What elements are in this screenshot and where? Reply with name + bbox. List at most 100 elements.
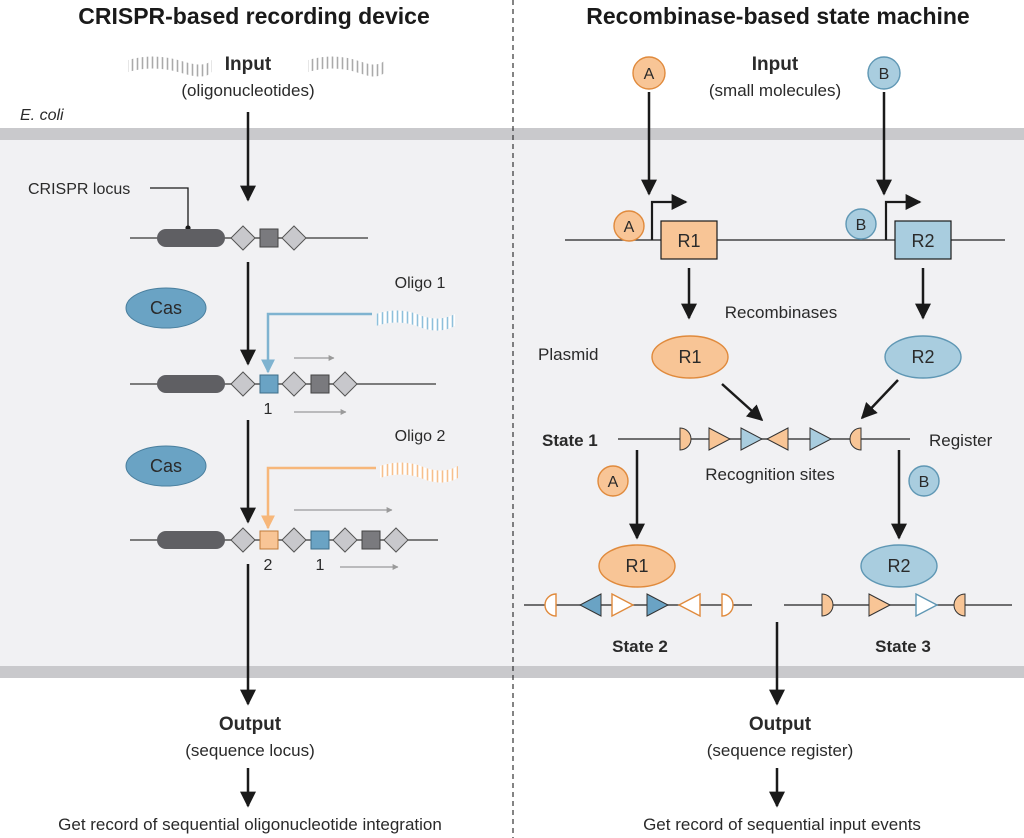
oligo-1-strand — [376, 310, 455, 331]
organism-label: E. coli — [20, 107, 64, 124]
leader-gene — [157, 229, 225, 247]
repeat-diamond — [230, 371, 256, 397]
plasmid-label: Plasmid — [538, 345, 598, 364]
state-2-label: State 2 — [612, 637, 668, 656]
cas-protein-2 — [125, 445, 207, 487]
register-label: Register — [929, 431, 993, 450]
right-result: Get record of sequential input events — [643, 815, 921, 834]
inducer-a-bound — [613, 210, 645, 242]
cas-label-2: Cas — [150, 456, 182, 476]
repeat-diamond — [281, 527, 307, 553]
site-half-circle — [953, 593, 966, 617]
site-half-circle — [544, 593, 557, 617]
inducer-b-bound-label: B — [856, 217, 867, 234]
inducer-a-state2-label: A — [608, 474, 619, 491]
inducer-a-state2 — [597, 465, 629, 497]
inducer-b-state3-label: B — [919, 474, 930, 491]
state-3-label: State 3 — [875, 637, 931, 656]
spacer-number-2: 2 — [264, 557, 273, 574]
spacer-gray — [259, 228, 279, 248]
site-triangle — [765, 427, 789, 451]
recombinase-r1-state2-label: R1 — [625, 556, 648, 576]
left-output-subtitle: (sequence locus) — [185, 741, 314, 760]
left-input-title: Input — [225, 54, 272, 75]
crispr-locus-row-1 — [130, 225, 368, 251]
inducer-a-top-label: A — [644, 66, 655, 83]
leader-gene — [157, 375, 225, 393]
cell-membrane-bottom — [0, 666, 1024, 678]
crispr-locus-row-3 — [130, 507, 438, 570]
oligo-2-strand — [380, 462, 458, 483]
right-output-subtitle: (sequence register) — [707, 741, 853, 760]
site-triangle — [677, 592, 701, 618]
right-output-title: Output — [749, 714, 812, 735]
recombinase-r2-state3-label: R2 — [887, 556, 910, 576]
gene-r2-label: R2 — [911, 231, 934, 251]
recombinase-r1-label: R1 — [678, 347, 701, 367]
left-title: CRISPR-based recording device — [78, 3, 430, 29]
cas-label-1: Cas — [150, 298, 182, 318]
state-1-label: State 1 — [542, 431, 598, 450]
inducer-b-top-label: B — [879, 66, 890, 83]
recombinase-r1-state2 — [598, 544, 676, 588]
site-half-circle — [721, 593, 734, 617]
gene-r2 — [894, 220, 952, 260]
register-state-1 — [618, 427, 910, 451]
inducer-b-state3 — [908, 465, 940, 497]
site-half-circle — [679, 427, 692, 451]
arrow-r1-to-register — [721, 383, 764, 422]
site-triangle — [611, 592, 635, 618]
recombinase-r2-state3 — [860, 544, 938, 588]
repeat-diamond — [281, 225, 307, 251]
site-half-circle — [849, 427, 862, 451]
recombinase-r2-label: R2 — [911, 347, 934, 367]
crispr-locus-label: CRISPR locus — [28, 181, 130, 198]
cas-protein-1 — [125, 287, 207, 329]
inducer-a-bound-label: A — [624, 219, 635, 236]
inducer-b-top — [867, 56, 901, 90]
site-triangle — [578, 593, 602, 617]
oligo-2-label: Oligo 2 — [395, 428, 446, 445]
input-oligo-strand-right — [308, 56, 385, 77]
crispr-locus-leader — [150, 187, 189, 228]
crispr-locus-row-2 — [130, 355, 436, 415]
left-input-subtitle: (oligonucleotides) — [181, 81, 314, 100]
site-half-circle — [821, 593, 834, 617]
oligo-2-arrow — [261, 466, 376, 530]
promoter-r2 — [884, 194, 922, 240]
repeat-diamond — [383, 527, 409, 553]
leader-gene — [157, 531, 225, 549]
left-output-title: Output — [219, 714, 282, 735]
arrow-r2-to-register — [860, 379, 899, 420]
repeat-diamond — [332, 527, 358, 553]
recombinase-r1 — [651, 335, 729, 379]
spacer-orange — [259, 530, 279, 550]
site-triangle — [708, 427, 732, 451]
inducer-b-bound — [845, 208, 877, 240]
inducer-a-top — [632, 56, 666, 90]
spacer-blue — [259, 374, 279, 394]
input-oligo-strand-left — [128, 56, 212, 77]
right-title: Recombinase-based state machine — [586, 3, 969, 29]
right-input-title: Input — [752, 54, 799, 75]
gene-r1 — [660, 220, 718, 260]
site-triangle — [646, 593, 670, 617]
repeat-diamond — [230, 527, 256, 553]
site-triangle — [868, 593, 892, 617]
spacer-blue — [310, 530, 330, 550]
register-state-3 — [784, 592, 1012, 618]
repeat-diamond — [230, 225, 256, 251]
site-triangle — [915, 592, 939, 618]
cell-membrane-top — [0, 128, 1024, 140]
oligo-1-arrow — [261, 312, 372, 374]
recombinases-label: Recombinases — [725, 303, 837, 322]
promoter-r1 — [650, 194, 688, 240]
spacer-number-1b: 1 — [316, 557, 325, 574]
spacer-gray — [310, 374, 330, 394]
site-triangle — [740, 427, 764, 451]
right-input-subtitle: (small molecules) — [709, 81, 841, 100]
oligo-1-label: Oligo 1 — [395, 275, 446, 292]
left-result: Get record of sequential oligonucleotide… — [58, 815, 442, 834]
site-triangle — [809, 427, 833, 451]
repeat-diamond — [281, 371, 307, 397]
